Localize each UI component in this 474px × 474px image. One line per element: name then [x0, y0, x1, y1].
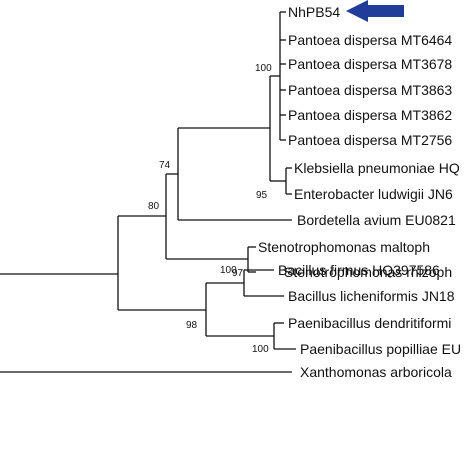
bootstrap-value: 98 [186, 320, 198, 331]
bootstrap-value: 95 [256, 190, 268, 201]
bootstrap-value: 100 [220, 265, 237, 276]
taxon-label: Stenotrophomonas maltoph [258, 239, 430, 255]
taxon-label: Pantoea dispersa MT2756 [288, 132, 452, 148]
taxon-label: Paenibacillus popilliae EU [300, 341, 461, 357]
taxon-label: Pantoea dispersa MT3678 [288, 56, 452, 72]
taxon-label: Stenotrophomonas rhizoph [284, 264, 452, 280]
bootstrap-value: 80 [148, 201, 160, 212]
taxon-label: Xanthomonas arboricola [300, 364, 452, 380]
taxon-label: Bacillus licheniformis JN18 [288, 288, 455, 304]
bootstrap-values: 100 95 74 80 97 100 98 100 [148, 63, 272, 355]
taxon-label: Pantoea dispersa MT3863 [288, 82, 452, 98]
bootstrap-value: 97 [232, 268, 244, 279]
tree-branches [0, 11, 296, 373]
taxon-label: Pantoea dispersa MT3862 [288, 107, 452, 123]
bootstrap-value: 74 [159, 160, 171, 171]
highlight-arrow-icon [346, 0, 404, 22]
taxon-label: Bacillus firmus HQ397586 [278, 262, 440, 278]
taxon-label: Pantoea dispersa MT6464 [288, 32, 452, 48]
bootstrap-value: 100 [255, 63, 272, 74]
taxon-label: NhPB54 [288, 4, 340, 20]
taxon-label: Bordetella avium EU0821 [297, 212, 456, 228]
bootstrap-value: 100 [252, 344, 269, 355]
taxon-label: Klebsiella pneumoniae HQ [294, 160, 460, 176]
taxon-label: Enterobacter ludwigii JN6 [294, 186, 453, 202]
taxon-label: Paenibacillus dendritiformi [288, 315, 451, 331]
taxon-labels: NhPB54 Pantoea dispersa MT6464 Pantoea d… [258, 4, 461, 380]
